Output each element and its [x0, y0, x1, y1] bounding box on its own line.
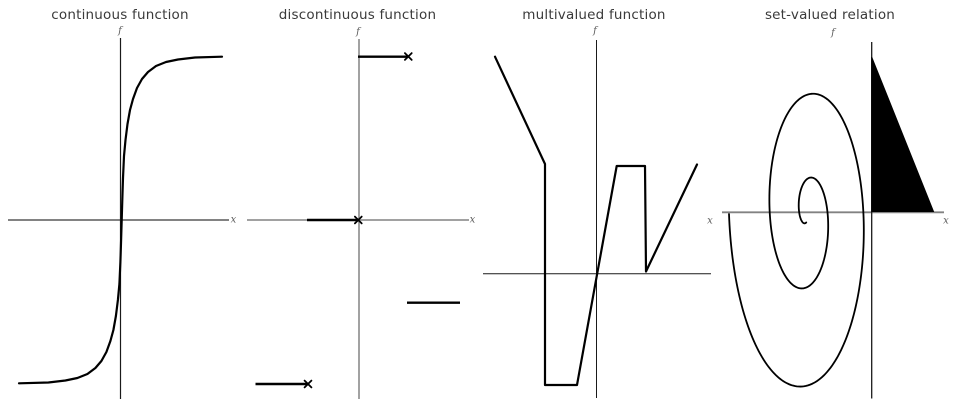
panel4-f-axis-label: f	[831, 27, 835, 38]
panel2-x-axis-label: x	[469, 214, 476, 225]
panel3-f-axis-label: f	[593, 25, 597, 37]
panel3-x-axis-label: x	[707, 215, 713, 226]
panel1-f-axis-label: f	[118, 25, 122, 37]
panel-title-setvalued: set-valued relation	[764, 7, 896, 23]
panel2-f-axis-label: f	[356, 26, 360, 37]
panel-title-continuous: continuous function	[51, 7, 189, 23]
panel-title-discontinuous: discontinuous function	[278, 7, 437, 23]
panel4-x-axis-label: x	[943, 215, 949, 227]
panel1-x-axis-label: x	[230, 214, 237, 225]
panel-title-multivalued: multivalued function	[522, 7, 666, 23]
